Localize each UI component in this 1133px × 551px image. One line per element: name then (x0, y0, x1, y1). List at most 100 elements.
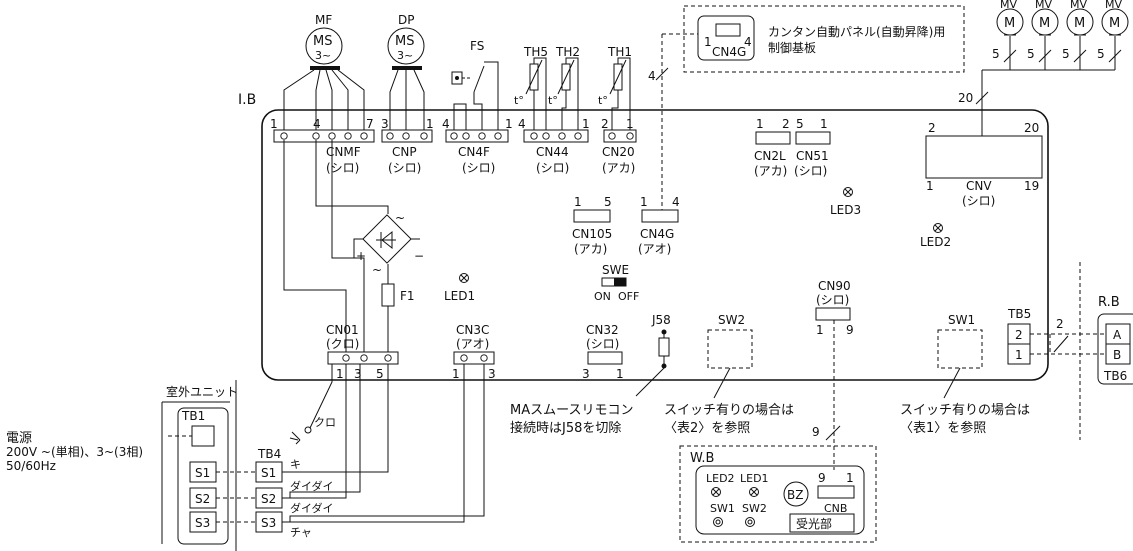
motor-dp: DP MS 3~ (387, 13, 425, 132)
indoor-board: I.B (238, 92, 1049, 381)
cn44-name: CN44 (536, 145, 569, 159)
swe-label: SWE (602, 263, 629, 277)
sw1-area: SW1 (937, 313, 983, 399)
wb-pin-a: 9 (818, 471, 826, 485)
cn2l-pin-a: 1 (756, 117, 764, 131)
rb-a: A (1113, 328, 1122, 342)
cn4f-color: (シロ) (462, 161, 495, 175)
cn105-pin-b: 5 (604, 195, 612, 209)
cn105-pin-a: 1 (574, 195, 582, 209)
tb5-p1: 2 (1015, 328, 1023, 342)
mv-label-2: MV (1035, 0, 1052, 11)
led1-label: LED1 (444, 289, 475, 303)
jumper-j58: J58 (635, 313, 671, 397)
connector-cn90: CN90 (シロ) 1 9 9 (812, 279, 854, 470)
th2-label: TH2 (555, 45, 580, 59)
wire-daidai1: ダイダイ (290, 479, 334, 493)
wire-kuro: クロ (314, 416, 336, 429)
wire-ki: キ (290, 458, 301, 471)
wb-pin-b: 1 (846, 471, 854, 485)
cn20-color: (アカ) (602, 161, 635, 175)
wb-name: W.B (690, 451, 714, 466)
th2-t: t° (548, 94, 558, 107)
led3: LED3 (830, 187, 861, 217)
cnmf-pin-a: 1 (270, 117, 278, 131)
connector-cn20: 2 1 CN20 (アカ) (601, 117, 637, 175)
tb5-p2: 1 (1015, 348, 1023, 362)
j58-label: J58 (651, 313, 671, 327)
th5-label: TH5 (523, 45, 548, 59)
wb-bz: BZ (787, 488, 803, 502)
mv-pin-3: 5 (1062, 47, 1070, 61)
svg-text:−: − (414, 249, 424, 263)
cnv-pin-tl: 2 (928, 121, 936, 135)
wiring-tb4: キ ダイダイ ダイダイ チャ クロ (282, 364, 485, 539)
note-j58-1: MAスムースリモコン (510, 403, 633, 418)
cn3c-color: (アオ) (456, 337, 489, 351)
vane-motors: MV MV MV MV M M M M 5 5 5 5 20 (958, 0, 1129, 136)
cn105-name: CN105 (572, 227, 612, 241)
cn51-pin-a: 5 (796, 117, 804, 131)
th1-t: t° (598, 94, 608, 107)
mv-m-3: M (1074, 16, 1085, 31)
wb-cnb: CNB (824, 502, 847, 515)
connector-cnv: 2 20 1 19 CNV (シロ) (925, 121, 1043, 208)
fuse-label: F1 (400, 289, 415, 303)
connector-cn4f: 4 1 CN4F (シロ) (442, 117, 513, 175)
cn20-name: CN20 (602, 145, 635, 159)
wb-led1: LED1 (740, 472, 769, 485)
note-sw2-2: 〈表2〉を参照 (664, 420, 750, 436)
cn105-color: (アカ) (574, 242, 607, 256)
cn90-wire-count: 9 (812, 425, 820, 439)
cn01-pin-b: 3 (354, 367, 362, 381)
rb-name: R.B (1098, 295, 1120, 310)
cn3c-pin-b: 3 (488, 367, 496, 381)
power-supply: 電源 200V ~(単相)、3~(3相) 50/60Hz (6, 431, 143, 473)
cn32-pin-b: 1 (616, 367, 624, 381)
mv-bus-count: 20 (958, 91, 973, 105)
cnmf-pin-b: 4 (313, 117, 321, 131)
cnv-pin-br: 19 (1024, 179, 1039, 193)
cn32-name: CN32 (586, 323, 619, 337)
cn3c-pin-a: 1 (452, 367, 460, 381)
connector-cn51: 5 1 CN51 (シロ) (794, 117, 831, 178)
outdoor-title: 室外ユニット (166, 384, 238, 399)
outdoor-s1: S1 (195, 466, 210, 480)
cn90-name: CN90 (818, 279, 851, 293)
connector-cn01: CN01 (クロ) 1 3 5 (326, 323, 399, 381)
mv-m-4: M (1109, 16, 1120, 31)
rb-tb6: TB6 (1103, 369, 1127, 383)
tb4-name: TB4 (257, 447, 281, 461)
outdoor-unit: 室外ユニット TB1 S1 S2 S3 (161, 380, 238, 551)
motor-dp-phase: 3~ (397, 49, 413, 62)
motor-mf-ms: MS (313, 34, 332, 49)
mv-m-2: M (1039, 16, 1050, 31)
note-sw2-1: スイッチ有りの場合は (664, 403, 794, 418)
board-title: I.B (238, 92, 256, 108)
thermistors: TH5 TH2 TH1 t° t° t° (514, 45, 632, 132)
cn4g-pin-b: 4 (672, 195, 680, 209)
mv-label-4: MV (1105, 0, 1122, 11)
svg-text:~: ~ (395, 211, 405, 225)
cn32-color: (シロ) (586, 337, 619, 351)
motor-mf-label: MF (315, 13, 332, 27)
cn90-pin-a: 1 (816, 323, 824, 337)
cnv-color: (シロ) (962, 194, 995, 208)
cnv-pin-tr: 20 (1024, 121, 1039, 135)
power-line3: 50/60Hz (6, 459, 56, 473)
connector-cn2l: 1 2 CN2L (アカ) (754, 117, 791, 178)
cnp-pin-b: 1 (426, 117, 434, 131)
cn01-pin-c: 5 (376, 367, 384, 381)
svg-text:~: ~ (372, 263, 382, 277)
note-sw1-2: 〈表1〉を参照 (900, 420, 986, 436)
connector-cn4g: 1 4 CN4G (アオ) (638, 195, 680, 256)
cn51-color: (シロ) (794, 164, 827, 178)
cn4g-color: (アオ) (638, 242, 671, 256)
cn4f-name: CN4F (458, 145, 490, 159)
cn4g-pin-a: 1 (640, 195, 648, 209)
cn4f-pin-a: 4 (442, 117, 450, 131)
motor-mf-phase: 3~ (315, 49, 331, 62)
sw2-area: SW2 (707, 313, 753, 399)
led2: LED2 (920, 223, 951, 249)
swe-off: OFF (618, 290, 639, 303)
